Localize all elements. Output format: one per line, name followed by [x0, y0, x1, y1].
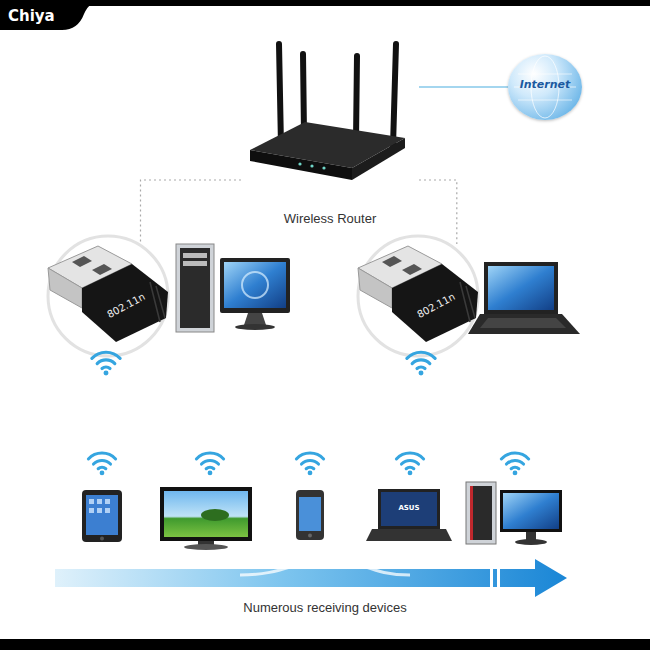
- usb-adapter: 802.11n: [46, 244, 172, 346]
- watermark: Chiya: [8, 7, 78, 25]
- standard-marking: 802.11n: [97, 287, 155, 325]
- standard-marking: 802.11n: [407, 287, 465, 325]
- wireless-link: [419, 180, 457, 244]
- router-node: Wireless Router: [241, 38, 419, 230]
- globe-label: Internet: [508, 78, 582, 91]
- brand-logo: ASUS: [381, 504, 437, 512]
- wireless-link: [141, 180, 242, 244]
- internet-globe: Internet: [508, 54, 582, 120]
- usb-adapter: 802.11n: [356, 244, 482, 346]
- internet-link: [419, 86, 508, 88]
- caption-text: Numerous receiving devices: [100, 600, 550, 615]
- device-label: Wireless Router: [241, 211, 419, 226]
